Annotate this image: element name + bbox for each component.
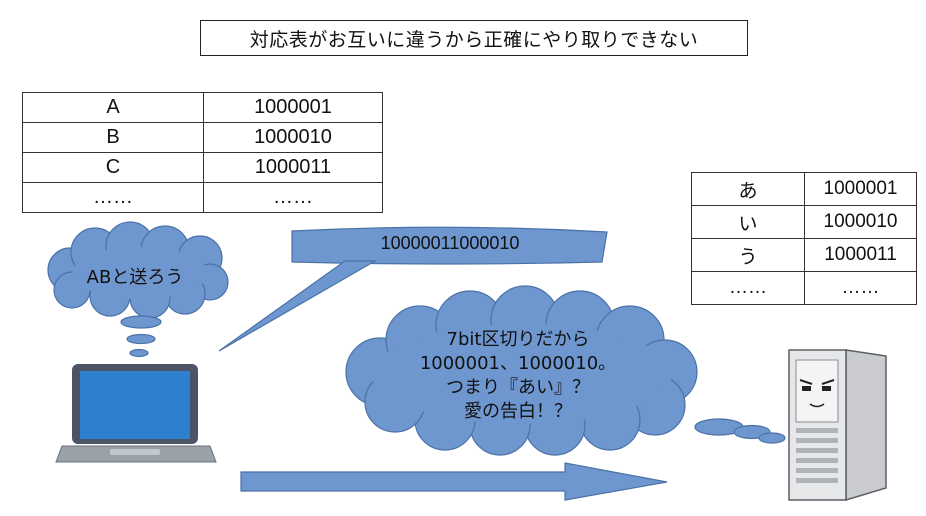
right-code-table: あ 1000001 い 1000010 う 1000011 …… …… [691,172,917,305]
table-cell-char: …… [22,182,204,213]
table-cell-code: 1000011 [203,152,383,183]
table-row: …… …… [691,271,917,305]
table-row: …… …… [22,182,383,213]
laptop-icon [55,364,217,463]
table-row: あ 1000001 [691,172,917,206]
diagram-title: 対応表がお互いに違うから正確にやり取りできない [200,20,748,56]
transmission-speech-banner [218,226,608,352]
left-code-table: A 1000001 B 1000010 C 1000011 …… …… [22,92,383,213]
table-cell-code: 1000010 [804,205,917,239]
table-row: い 1000010 [691,205,917,239]
table-cell-char: い [691,205,805,239]
table-cell-char: B [22,122,204,153]
table-row: A 1000001 [22,92,383,123]
table-cell-code: …… [203,182,383,213]
table-row: C 1000011 [22,152,383,183]
table-cell-code: 1000001 [203,92,383,123]
table-cell-code: 1000011 [804,238,917,272]
table-cell-code: …… [804,271,917,305]
server-thought-text: 7bit区切りだから 1000001、1000010。 つまり『あい』？ 愛の告… [419,329,617,422]
table-cell-char: A [22,92,204,123]
server-icon [788,349,887,502]
table-cell-char: あ [691,172,805,206]
arrow-right-icon [240,462,668,501]
laptop-thought-text: ABと送ろう [86,267,184,288]
transmitted-bits-text: 10000011000010 [380,233,520,253]
table-cell-char: う [691,238,805,272]
server-thought-cloud [345,285,786,456]
laptop-thought-cloud [47,221,229,358]
table-cell-code: 1000001 [804,172,917,206]
table-row: う 1000011 [691,238,917,272]
table-cell-char: C [22,152,204,183]
